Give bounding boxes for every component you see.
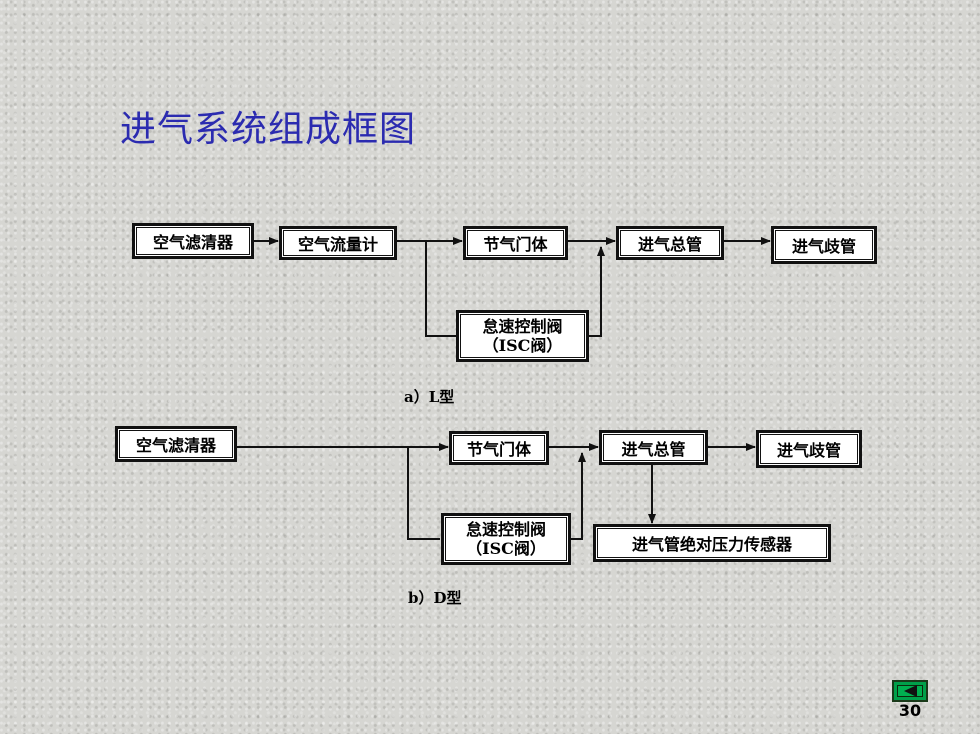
l-throttle-body-box: 节气门体 — [463, 226, 568, 260]
l-type-caption: a）L型 — [404, 388, 455, 406]
l-intake-manifold-box: 进气歧管 — [771, 226, 877, 264]
d-throttle-body-box: 节气门体 — [449, 431, 549, 465]
slide-title: 进气系统组成框图 — [120, 109, 417, 150]
l-airflow-meter-box: 空气流量计 — [279, 226, 397, 260]
l-intake-plenum-box: 进气总管 — [616, 226, 724, 260]
l-isc-valve-box: 怠速控制阀 （ISC阀） — [456, 310, 589, 362]
l-isc-valve-label-line2: （ISC阀） — [482, 336, 563, 355]
d-type-caption: b）D型 — [408, 589, 462, 607]
nav-back-button[interactable] — [892, 680, 928, 702]
l-isc-to-plenum — [588, 246, 605, 337]
d-intake-manifold-box: 进气歧管 — [756, 430, 862, 468]
d-isc-valve-box: 怠速控制阀 （ISC阀） — [441, 513, 571, 565]
d-isc-valve-label-line1: 怠速控制阀 — [465, 520, 546, 539]
d-bypass-to-isc — [407, 447, 440, 540]
l-bypass-to-isc — [425, 241, 456, 337]
d-intake-plenum-box: 进气总管 — [599, 430, 708, 465]
d-isc-valve-label-line2: （ISC阀） — [466, 539, 546, 558]
l-air-filter-box: 空气滤清器 — [132, 223, 254, 259]
d-isc-to-plenum — [570, 452, 586, 540]
page-number: 30 — [898, 701, 922, 720]
d-map-sensor-box: 进气管绝对压力传感器 — [593, 524, 831, 562]
l-isc-valve-label-line1: 怠速控制阀 — [482, 317, 563, 336]
triangle-left-icon — [904, 685, 917, 697]
d-air-filter-box: 空气滤清器 — [115, 426, 237, 462]
